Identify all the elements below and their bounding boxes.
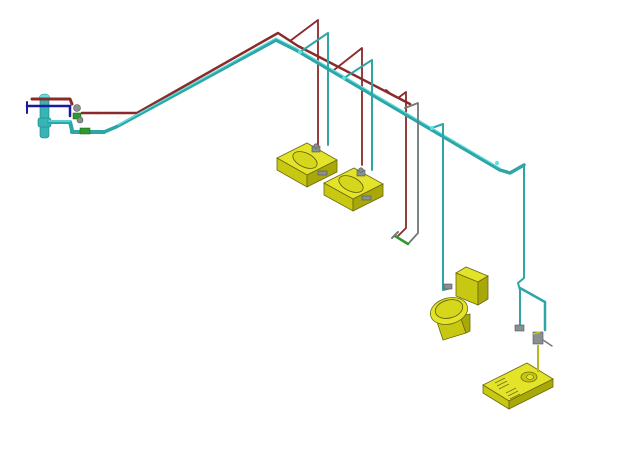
faucet-icon: [356, 167, 366, 177]
cold-water-main: [102, 32, 547, 332]
toilet-supply-valve-icon: [442, 283, 453, 291]
washbasin-1: [276, 142, 338, 188]
squat-toilet: [482, 324, 554, 410]
western-toilet: [429, 266, 489, 341]
floor-valve-outlet: [391, 231, 410, 246]
flush-valve-icon: [514, 324, 553, 372]
faucet-icon: [311, 143, 321, 153]
inlet-manifold: [25, 93, 106, 139]
washbasin-2: [323, 167, 384, 212]
inlet-valve-icon: [72, 104, 91, 135]
hot-water-main: [96, 19, 412, 237]
